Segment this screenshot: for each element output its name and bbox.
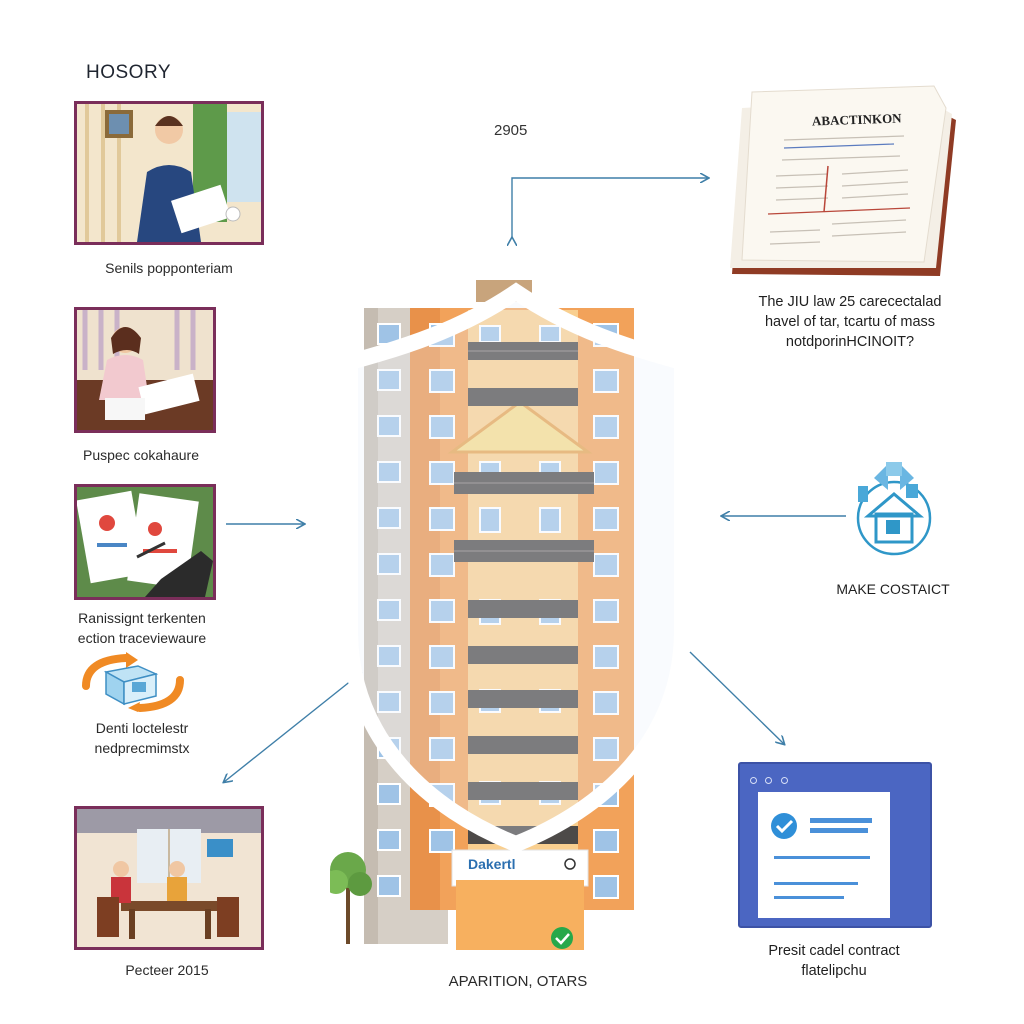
document-caption: The JIU law 25 carecectalad havel of tar…	[758, 294, 942, 350]
caption-item-4: Denti loctelestr nedprecmimstx	[94, 720, 190, 756]
contract-caption: Presit cadel contract flatelipchu	[768, 943, 900, 979]
building-caption: APARITION, OTARS	[448, 973, 588, 990]
window-controls	[750, 771, 788, 789]
arrow-to-document	[512, 178, 708, 238]
caption-item-5: Pecteer 2015	[125, 962, 209, 978]
contract-page	[758, 792, 890, 918]
box-exchange-icon	[76, 652, 188, 712]
apartment-building	[324, 270, 710, 950]
house-contact-icon	[848, 460, 940, 560]
entrance-sign: Dakertl	[468, 856, 516, 872]
contract-window	[738, 762, 932, 928]
thumb-woman-reading	[74, 307, 216, 433]
caption-item-2: Puspec cokahaure	[83, 447, 199, 463]
arrow-to-contract	[689, 651, 784, 744]
document-book	[724, 84, 960, 284]
year-label: 2905	[494, 122, 528, 139]
thumb-reading-letter	[74, 101, 264, 245]
contact-label: MAKE COSTAICT	[836, 581, 950, 597]
caption-item-1: Senils popponteriam	[105, 260, 233, 276]
caption-item-3: Ranissignt terkenten ection traceviewaur…	[77, 610, 207, 646]
diagram-title: HOSORY	[86, 62, 172, 83]
document-title: ABACTINKON	[811, 110, 902, 129]
thumb-signing-documents	[74, 484, 216, 600]
arrow-to-family	[224, 671, 363, 782]
thumb-family-table	[74, 806, 264, 950]
